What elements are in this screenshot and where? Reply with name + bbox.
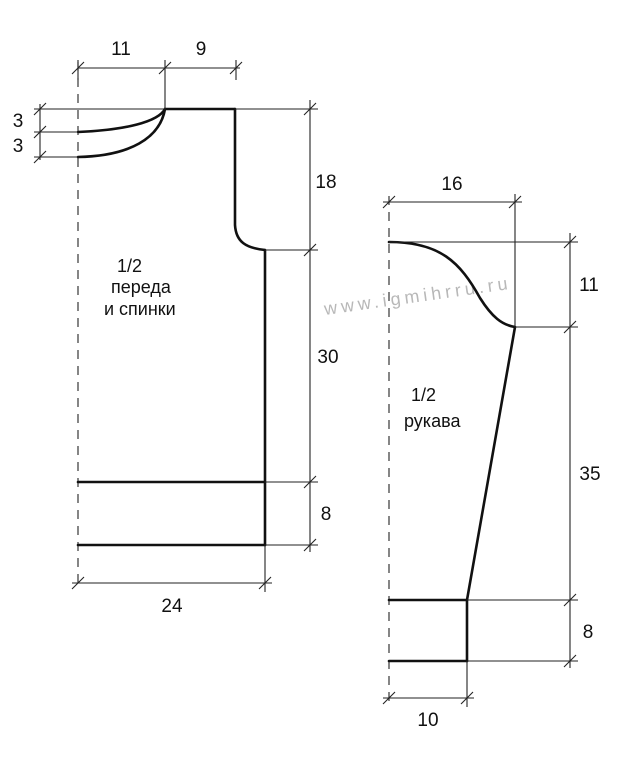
body-neck-drop-2-label: 3 xyxy=(13,136,24,157)
body-right-dimension: 18 30 8 xyxy=(235,100,339,552)
body-bottom-dimension: 24 xyxy=(71,545,272,617)
body-half-width-label: 24 xyxy=(161,596,183,617)
watermark-text: www.igmihrru.ru xyxy=(322,273,513,319)
body-shoulder-width-label: 9 xyxy=(196,39,207,60)
sleeve-underarm-seam xyxy=(465,325,517,602)
sleeve-cap-height-label: 11 xyxy=(579,275,599,296)
body-top-dimension: 11 9 xyxy=(71,39,243,109)
sleeve-length-label: 35 xyxy=(579,464,600,485)
body-neck-width-label: 11 xyxy=(111,39,131,60)
sleeve-cap-curve xyxy=(387,240,517,329)
body-back-neck-curve xyxy=(76,107,167,159)
sleeve-top-dimension: 16 xyxy=(382,174,522,327)
body-piece-label: 1/2 переда и спинки xyxy=(104,256,176,319)
sleeve-top-width-label: 16 xyxy=(441,174,462,195)
sleeve-label-line1: 1/2 xyxy=(411,385,436,405)
body-label-line3: и спинки xyxy=(104,299,176,319)
body-rib-height-label: 8 xyxy=(321,504,332,525)
body-armhole-curve xyxy=(233,107,267,252)
sleeve-piece: 16 11 35 8 10 1/2 рукава xyxy=(382,174,601,731)
sleeve-right-dimension: 11 35 8 xyxy=(389,233,601,668)
body-piece: 11 9 3 3 18 30 8 xyxy=(13,39,339,617)
sleeve-piece-label: 1/2 рукава xyxy=(404,385,461,431)
body-front-neck-curve xyxy=(76,107,167,134)
body-label-line2: переда xyxy=(111,277,172,297)
sleeve-cuff-height-label: 8 xyxy=(583,622,594,643)
body-label-line1: 1/2 xyxy=(117,256,142,276)
body-neck-drop-dimension: 3 3 xyxy=(13,102,165,164)
body-armhole-height-label: 18 xyxy=(315,172,336,193)
body-neck-drop-1-label: 3 xyxy=(13,111,24,132)
sleeve-bottom-dimension: 10 xyxy=(382,661,474,731)
sleeve-label-line2: рукава xyxy=(404,411,461,431)
body-side-height-label: 30 xyxy=(317,347,338,368)
sleeve-cuff-width-label: 10 xyxy=(417,710,438,731)
